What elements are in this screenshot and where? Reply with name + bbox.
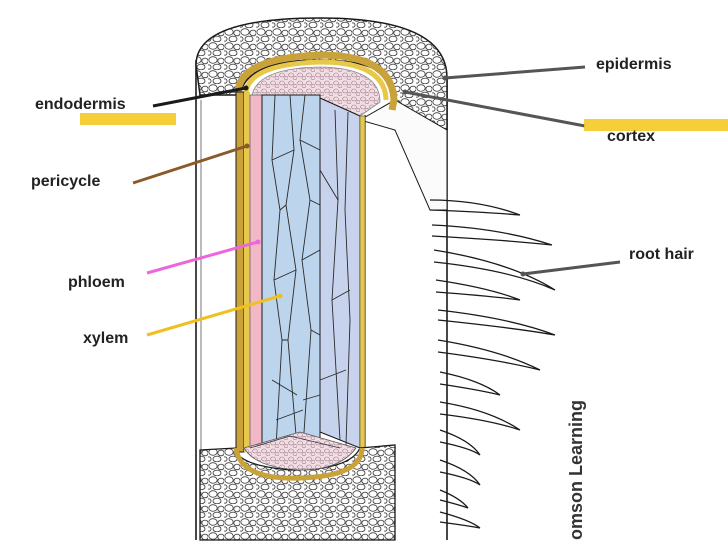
label-epidermis: epidermis xyxy=(596,56,672,73)
root-hairs xyxy=(429,199,556,529)
stele-column xyxy=(235,91,366,453)
pointer-lines xyxy=(132,65,621,337)
xylem-pointer xyxy=(146,294,281,337)
endodermis-pointer xyxy=(152,86,247,108)
root-hair-pointer xyxy=(522,260,621,276)
label-root-hair: root hair xyxy=(629,246,694,263)
pericycle-pointer xyxy=(132,144,248,185)
credit-text: omson Learning xyxy=(566,400,586,540)
label-endodermis: endodermis xyxy=(35,96,126,113)
label-cortex: cortex xyxy=(607,128,656,145)
epidermis-pointer xyxy=(444,65,586,80)
label-pericycle: pericycle xyxy=(31,173,101,190)
endodermis-highlight xyxy=(80,113,176,125)
cortex-pointer xyxy=(404,90,586,128)
label-xylem: xylem xyxy=(83,330,129,347)
bottom-cortex-disc xyxy=(199,431,396,541)
phloem-pointer xyxy=(146,240,259,275)
cortex-highlight xyxy=(584,119,728,131)
top-stele-rings xyxy=(234,51,398,117)
label-phloem: phloem xyxy=(68,274,125,291)
